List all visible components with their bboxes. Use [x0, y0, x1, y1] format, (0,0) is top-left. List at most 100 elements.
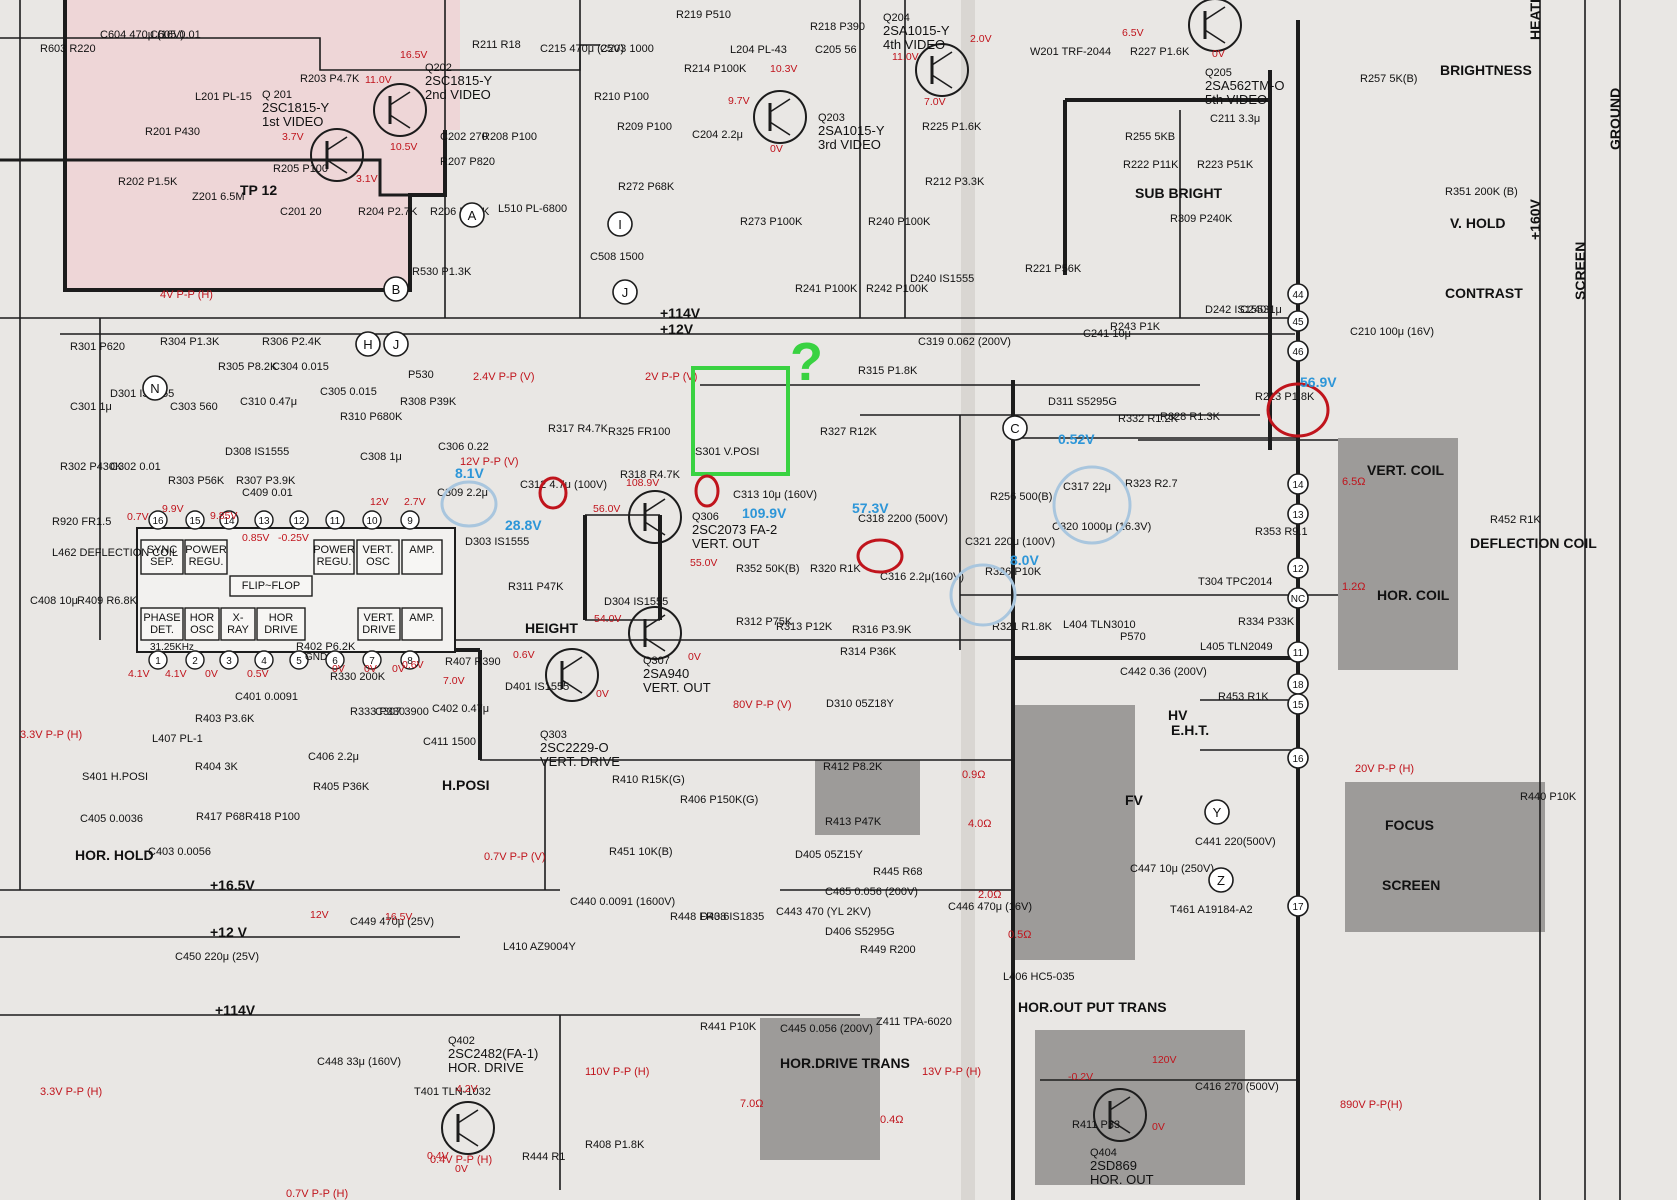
label: 6.5V	[1122, 27, 1144, 39]
label: 0.4V	[427, 1150, 449, 1162]
label: C307 3900	[375, 706, 429, 718]
label: R418 P100	[245, 811, 300, 823]
ic-block-label: RAY	[227, 624, 249, 636]
label: 3.3V P-P (H)	[20, 729, 82, 741]
label: R453 R1K	[1218, 691, 1269, 703]
ic-block-label: DET.	[150, 624, 174, 636]
label: Q307	[643, 655, 670, 667]
label: 0V	[332, 663, 345, 675]
label: C202 270	[440, 131, 488, 143]
label: R314 P36K	[840, 646, 897, 658]
label: R255 5KB	[1125, 131, 1175, 143]
label: T401 TLN-1032	[414, 1086, 491, 1098]
label: C321 220μ (100V)	[965, 536, 1055, 548]
ic-pin-bottom	[185, 650, 205, 670]
label: L201 PL-15	[195, 91, 252, 103]
label: 13V P-P (H)	[922, 1066, 981, 1078]
label: R273 P100K	[740, 216, 803, 228]
label: 2SD869	[1090, 1158, 1137, 1173]
ic-pin-top	[254, 510, 274, 530]
label: +12V	[660, 321, 694, 337]
label: SUB BRIGHT	[1135, 185, 1223, 201]
label: E.H.T.	[1171, 722, 1209, 738]
label: 2SA562TM-O	[1205, 78, 1284, 93]
ic-pin-number: 16	[152, 516, 164, 527]
transistor-symbol	[1093, 1088, 1147, 1142]
ic-pin-number: 9	[407, 516, 413, 527]
marker-letter: J	[622, 285, 629, 300]
test-point-marker	[1204, 799, 1230, 825]
label: R242 P100K	[866, 283, 929, 295]
label: R306 P2.4K	[262, 336, 322, 348]
label: 7.0Ω	[740, 1098, 764, 1110]
ic-block-amp1: AMP.	[401, 539, 443, 575]
connector-pin-number: 12	[1292, 564, 1304, 575]
ic-block-label: AMP.	[409, 544, 434, 556]
label: S301 V.POSI	[695, 446, 759, 458]
ic-pin-top	[325, 510, 345, 530]
annotation-8-1v: 8.1V	[455, 465, 484, 481]
annotation-56-9v: 56.9V	[1300, 374, 1337, 390]
annotation-8-0v: 8.0V	[1010, 552, 1039, 568]
marker-letter: C	[1010, 421, 1019, 436]
connector-pin-number: 44	[1292, 290, 1304, 301]
label: R310 P680K	[340, 411, 403, 423]
label: HOR. COIL	[1377, 587, 1450, 603]
label: SCREEN	[1382, 877, 1440, 893]
ic-pin-number: 10	[366, 516, 378, 527]
label: R315 P1.8K	[858, 365, 918, 377]
ic-pin-number: 1	[155, 656, 161, 667]
label: C301 1μ	[70, 401, 112, 413]
label: C443 470 (YL 2KV)	[776, 906, 871, 918]
ic-pin-bottom	[362, 650, 382, 670]
label: SCREEN	[1572, 242, 1588, 300]
label: 3rd VIDEO	[818, 137, 881, 152]
label: 9.9V	[162, 503, 184, 515]
label: C308 1μ	[360, 451, 402, 463]
label: Q 201	[262, 89, 292, 101]
label: R256 500(B)	[990, 491, 1052, 503]
ic-block-label: FLIP~FLOP	[242, 580, 300, 592]
label: 0.5Ω	[1008, 929, 1032, 941]
label: R272 P68K	[618, 181, 675, 193]
connector-pin	[1287, 473, 1309, 495]
label: V. HOLD	[1450, 215, 1506, 231]
label: R302 P430K	[60, 461, 123, 473]
label: 20V P-P (H)	[1355, 763, 1414, 775]
label: C305 0.015	[320, 386, 377, 398]
label: R323 R2.7	[1125, 478, 1178, 490]
marker-letter: N	[150, 381, 159, 396]
label: 12V	[370, 496, 389, 508]
label: L204 PL-43	[730, 44, 787, 56]
label: 2SA1015-Y	[883, 23, 950, 38]
label: T304 TPC2014	[1198, 576, 1272, 588]
label: TP 12	[240, 182, 277, 198]
label: 4V P-P (H)	[160, 289, 213, 301]
label: D406 S5295G	[825, 926, 895, 938]
connector-pin-number: 14	[1292, 480, 1304, 491]
marker-letter: I	[618, 217, 622, 232]
label: 0V	[1212, 48, 1225, 60]
label: C409 0.01	[242, 487, 293, 499]
label: 0.85V	[242, 532, 269, 544]
label: C508 1500	[590, 251, 644, 263]
transistor-symbol	[915, 43, 969, 97]
ic-pin-number: 11	[330, 516, 341, 527]
ic-pin-bottom	[219, 650, 239, 670]
marker-letter: A	[468, 208, 477, 223]
label: Q203	[818, 112, 845, 124]
c313-annotation-ring	[694, 474, 720, 508]
label: 9.85V	[210, 510, 237, 522]
ic-pin-bottom	[400, 650, 420, 670]
label: R225 P1.6K	[922, 121, 982, 133]
label: C241 10μ	[1083, 328, 1131, 340]
c316-annotation-ring	[856, 538, 904, 574]
transistor-symbol	[441, 1101, 495, 1155]
label: R311 P47K	[508, 581, 564, 593]
label: S401 H.POSI	[82, 771, 148, 783]
label: C210 100μ (16V)	[1350, 326, 1434, 338]
